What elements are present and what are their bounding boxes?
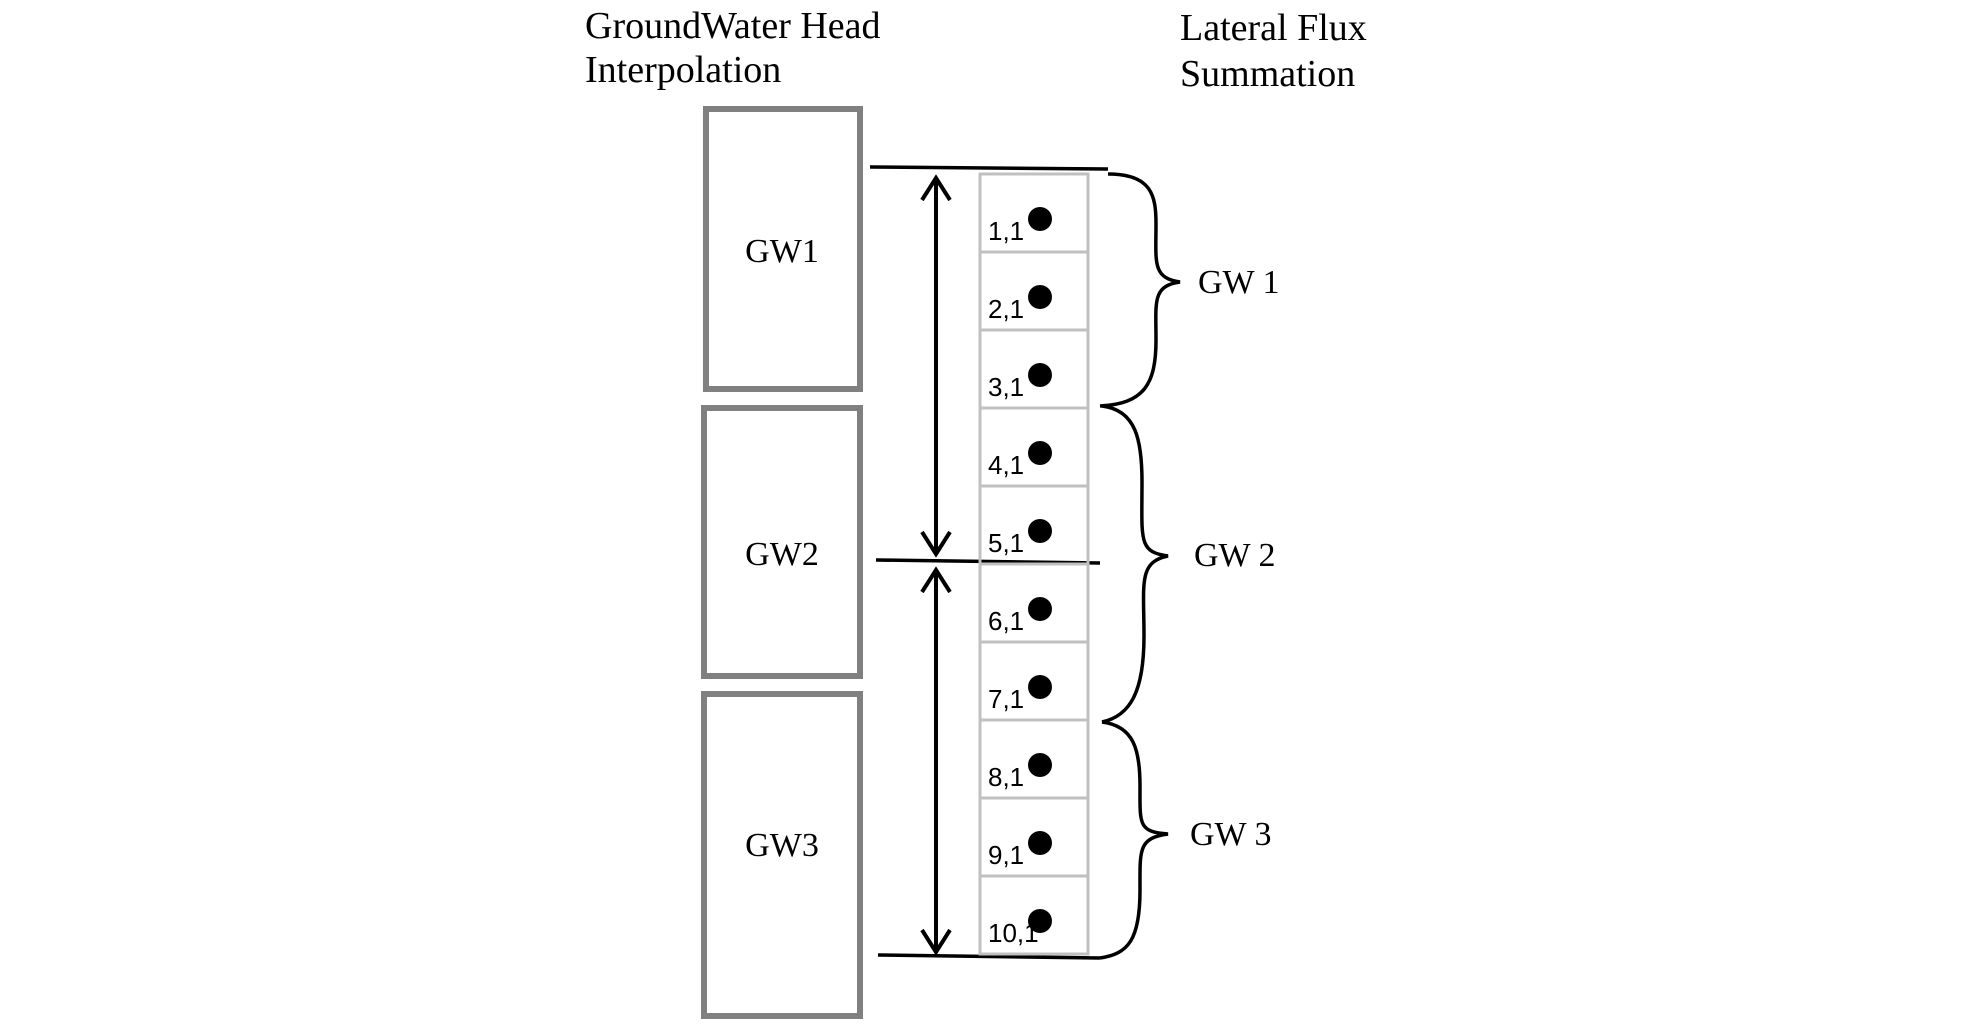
grid-cell: 10,1 bbox=[978, 874, 1090, 956]
upper-double-arrow bbox=[920, 174, 952, 558]
cell-column: 1,1 2,1 3,1 4,1 5,1 6,1 7,1 8,1 9,1 10,1 bbox=[978, 172, 1090, 956]
grid-cell-label: 1,1 bbox=[988, 216, 1024, 246]
grid-cell: 2,1 bbox=[978, 250, 1090, 332]
node-dot bbox=[1028, 753, 1052, 777]
node-dot bbox=[1028, 519, 1052, 543]
grid-cell: 5,1 bbox=[978, 484, 1090, 566]
grid-cell-label: 8,1 bbox=[988, 762, 1024, 792]
header-left-line1: GroundWater Head bbox=[585, 5, 881, 47]
gw3-box bbox=[701, 691, 863, 1019]
node-dot bbox=[1028, 441, 1052, 465]
node-dot bbox=[1028, 909, 1052, 933]
header-left-line2: Interpolation bbox=[585, 49, 781, 91]
group-label-gw3: GW 3 bbox=[1190, 816, 1272, 853]
node-dot bbox=[1028, 831, 1052, 855]
grid-cell-label: 6,1 bbox=[988, 606, 1024, 636]
node-dot bbox=[1028, 675, 1052, 699]
node-dot bbox=[1028, 285, 1052, 309]
grid-cell-label: 2,1 bbox=[988, 294, 1024, 324]
grid-cell: 4,1 bbox=[978, 406, 1090, 488]
brace-gw2 bbox=[1101, 404, 1169, 724]
gw2-box bbox=[701, 405, 863, 679]
header-right-line2: Summation bbox=[1180, 53, 1355, 95]
brace-gw1 bbox=[1099, 172, 1181, 408]
grid-cell-label: 7,1 bbox=[988, 684, 1024, 714]
group-label-gw1: GW 1 bbox=[1198, 264, 1280, 301]
gw3-box-label: GW3 bbox=[745, 827, 819, 864]
grid-cell-label: 4,1 bbox=[988, 450, 1024, 480]
node-dot bbox=[1028, 597, 1052, 621]
grid-cell-border bbox=[978, 874, 1090, 956]
brace-gw3 bbox=[1099, 720, 1169, 960]
grid-cell-label: 3,1 bbox=[988, 372, 1024, 402]
gw1-box bbox=[703, 106, 863, 392]
grid-cell-label: 5,1 bbox=[988, 528, 1024, 558]
top-boundary-line bbox=[869, 165, 1109, 171]
node-dot bbox=[1028, 363, 1052, 387]
grid-cell: 1,1 bbox=[978, 172, 1090, 254]
grid-cell: 9,1 bbox=[978, 796, 1090, 878]
grid-cell: 8,1 bbox=[978, 718, 1090, 800]
group-label-gw2: GW 2 bbox=[1194, 537, 1276, 574]
header-right-line1: Lateral Flux bbox=[1180, 7, 1367, 49]
gw1-box-label: GW1 bbox=[745, 233, 819, 270]
gw2-box-label: GW2 bbox=[745, 536, 819, 573]
grid-cell: 6,1 bbox=[978, 562, 1090, 644]
node-dot bbox=[1028, 207, 1052, 231]
grid-cell: 7,1 bbox=[978, 640, 1090, 722]
lower-double-arrow bbox=[920, 566, 952, 956]
grid-cell-label: 9,1 bbox=[988, 840, 1024, 870]
bottom-boundary-line bbox=[877, 953, 1101, 960]
grid-cell: 3,1 bbox=[978, 328, 1090, 410]
